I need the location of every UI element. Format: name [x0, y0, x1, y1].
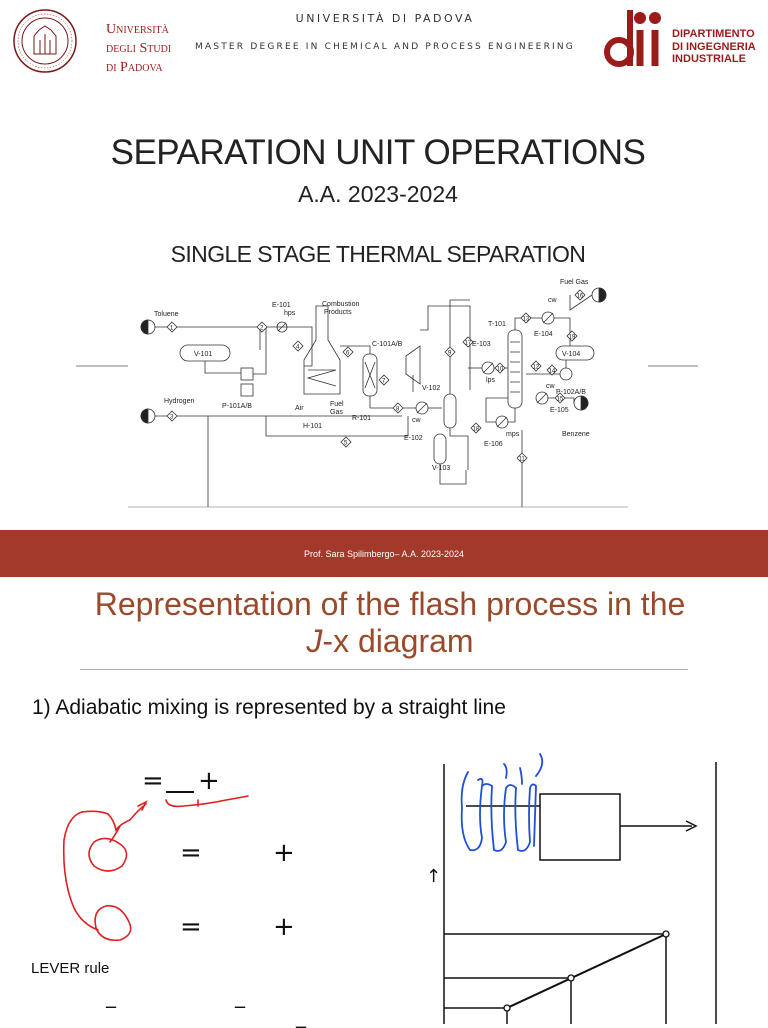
- flow-label-v104: V-104: [562, 351, 580, 358]
- course-title: SEPARATION UNIT OPERATIONS: [110, 133, 646, 172]
- university-name-line-2: degli Studi: [106, 41, 172, 56]
- stream-1: 1: [170, 326, 174, 332]
- stream-10: 10: [497, 367, 504, 373]
- flow-label-toluene: Toluene: [154, 311, 179, 318]
- red-handwritten-annotation: [62, 791, 249, 942]
- lever-dash-1: _: [106, 984, 116, 1008]
- slide-title-line-2-rest: -x diagram: [322, 623, 474, 659]
- university-name-line-3: di Padova: [106, 60, 163, 75]
- stream-19: 19: [569, 335, 576, 341]
- flow-label-hydrogen: Hydrogen: [164, 398, 194, 405]
- flow-label-e103: E-103: [472, 341, 491, 348]
- slide-title-line-2: J-x diagram: [30, 623, 750, 660]
- flow-label-cw-2: cw: [548, 297, 558, 304]
- stream-4: 4: [296, 345, 300, 351]
- slide-title-italic-j: J: [306, 623, 323, 659]
- flow-label-r101: R-101: [352, 415, 371, 422]
- department-line-1: DIPARTIMENTO: [672, 28, 755, 40]
- flow-label-t101: T-101: [488, 321, 506, 328]
- flow-label-v102: V-102: [422, 385, 440, 392]
- flow-label-cw-1: cw: [412, 417, 422, 424]
- lever-dash-2: _: [235, 984, 245, 1008]
- stream-6: 6: [346, 351, 350, 357]
- department-line-2: DI INGEGNERIA: [672, 40, 756, 53]
- university-title: UNIVERSITÀ DI PADOVA: [295, 12, 475, 25]
- equation-2-plus: +: [273, 838, 295, 868]
- footer-band: [0, 530, 768, 577]
- footer-author: Prof. Sara Spilimbergo– A.A. 2023-2024: [303, 549, 465, 559]
- degree-name: MASTER DEGREE IN CHEMICAL AND PROCESS EN…: [194, 42, 575, 52]
- mixing-diagram: [443, 753, 717, 1024]
- flow-label-e102: E-102: [404, 435, 423, 442]
- department-line-3: INDUSTRIALE: [672, 53, 746, 65]
- flow-label-mps: mps: [506, 431, 520, 438]
- flow-label-h101: H-101: [303, 423, 322, 430]
- university-name: Università degli Studi di Padova: [106, 20, 171, 77]
- flow-label-p102: P-102A/B: [556, 389, 586, 396]
- stream-16: 16: [577, 294, 584, 300]
- flow-label-cw-3: cw: [546, 383, 556, 390]
- lecture-topic: SINGLE STAGE THERMAL SEPARATION: [170, 241, 586, 267]
- stream-2: 2: [260, 326, 264, 332]
- stream-3: 3: [170, 415, 174, 421]
- title-divider: [80, 669, 688, 670]
- stream-7: 7: [382, 379, 386, 385]
- stream-8: 8: [396, 407, 400, 413]
- flow-label-air: Air: [295, 405, 304, 412]
- flow-label-hps: hps: [284, 310, 296, 317]
- flow-label-p101: P-101A/B: [222, 403, 252, 410]
- flow-label-e104: E-104: [534, 331, 553, 338]
- stream-17: 17: [465, 341, 472, 347]
- up-arrow-symbol: ↑: [426, 866, 442, 887]
- flow-label-gas: Gas: [330, 409, 343, 416]
- equation-1-equals: =: [142, 766, 164, 796]
- flow-label-e106: E-106: [484, 441, 503, 448]
- flow-label-fuel-gas: Fuel Gas: [560, 279, 589, 286]
- equation-2-equals: =: [180, 838, 202, 868]
- university-seal-logo: [13, 9, 77, 73]
- lever-dash-3: _: [296, 1004, 306, 1028]
- stream-number-markers: 1 2 3 4 5 6 7 8 9 10 11 12 13 14 15 16 1…: [166, 289, 586, 464]
- equation-3-plus: +: [273, 912, 295, 942]
- stream-13: 13: [523, 317, 530, 323]
- process-flowsheet: Toluene Hydrogen V-101 P-101A/B E-101 hp…: [76, 279, 698, 508]
- stream-18: 18: [473, 427, 480, 433]
- slide-title-line-1: Representation of the flash process in t…: [94, 586, 686, 622]
- flow-label-lps: lps: [486, 377, 495, 384]
- university-name-line-1: Università: [106, 22, 169, 37]
- lever-rule-label: LEVER rule: [31, 960, 110, 977]
- flow-label-fuel: Fuel: [330, 401, 344, 408]
- department-name: DIPARTIMENTO DI INGEGNERIA INDUSTRIALE: [672, 28, 756, 66]
- flow-label-products: Products: [324, 309, 352, 316]
- flow-label-c101: C-101A/B: [372, 341, 403, 348]
- stream-15: 15: [557, 397, 564, 403]
- stream-5: 5: [344, 441, 348, 447]
- equation-3-equals: =: [180, 912, 202, 942]
- stream-12: 12: [533, 365, 540, 371]
- equation-1-plus: +: [198, 766, 220, 796]
- flow-label-v103: V-103: [432, 465, 450, 472]
- stream-11: 11: [519, 457, 526, 463]
- flow-label-e105: E-105: [550, 407, 569, 414]
- slide-title: Representation of the flash process in t…: [30, 586, 750, 660]
- flow-label-v101: V-101: [194, 351, 212, 358]
- academic-year: A.A. 2023-2024: [298, 181, 458, 207]
- flow-label-combustion: Combustion: [322, 301, 359, 308]
- stream-14: 14: [549, 369, 556, 375]
- stream-9: 9: [448, 351, 452, 357]
- flow-label-benzene: Benzene: [562, 431, 590, 438]
- bullet-point-1: 1) Adiabatic mixing is represented by a …: [32, 696, 506, 719]
- flow-label-e101: E-101: [272, 302, 291, 309]
- dii-logo: [604, 10, 661, 67]
